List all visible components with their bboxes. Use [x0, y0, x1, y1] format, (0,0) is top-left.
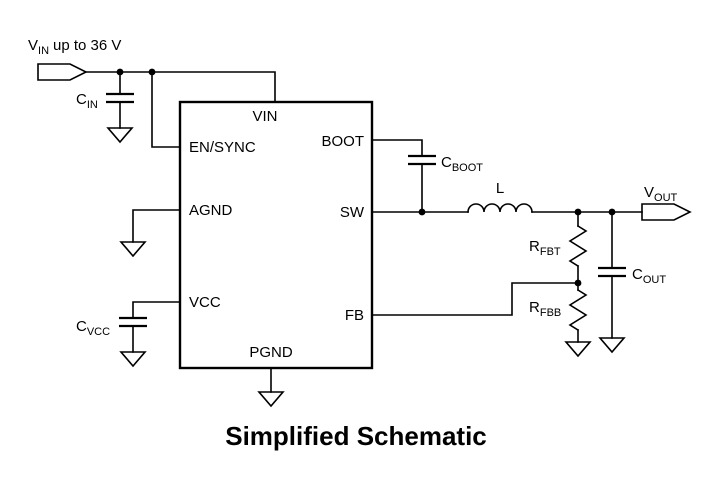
cvcc-label: CVCC [76, 318, 110, 338]
cboot-label: CBOOT [441, 154, 483, 174]
pgnd-branch [257, 367, 285, 408]
ground-icon-agnd [119, 241, 147, 258]
resistor-rfbt: RFBT [529, 211, 588, 284]
agnd-branch [119, 209, 181, 258]
ground-icon-cvcc [119, 351, 147, 368]
cout-label: COUT [632, 266, 666, 286]
capacitor-cout: COUT [598, 211, 666, 354]
junction-dot-sw-boot [418, 208, 426, 216]
pin-label-fb: FB [345, 307, 364, 324]
wire-vcc [132, 301, 181, 319]
rfbb-label: RFBB [529, 299, 561, 319]
wire-vin-rail [85, 71, 276, 103]
cin-label: CIN [76, 91, 98, 111]
ground-icon-cout [598, 337, 626, 354]
vin-terminal-icon [37, 63, 88, 81]
rfbt-zigzag-icon [568, 224, 588, 268]
rfbt-label: RFBT [529, 238, 561, 258]
inductor-l: L [467, 180, 533, 213]
vout-label: VOUT [644, 184, 678, 204]
inductor-label: L [496, 180, 504, 197]
capacitor-cvcc: CVCC [76, 301, 181, 368]
pin-label-agnd: AGND [189, 202, 233, 219]
schematic-title: Simplified Schematic [225, 421, 487, 451]
wire-agnd [132, 209, 181, 243]
ground-icon-pgnd [257, 391, 285, 408]
capacitor-cboot: CBOOT [371, 139, 483, 213]
pin-label-en-sync: EN/SYNC [189, 139, 256, 156]
ground-icon-cin [106, 127, 134, 144]
pin-label-sw: SW [340, 204, 365, 221]
pin-label-pgnd: PGND [249, 344, 293, 361]
inductor-icon [467, 203, 533, 213]
pin-label-vcc: VCC [189, 294, 221, 311]
pin-label-vin: VIN [252, 108, 277, 125]
resistor-rfbb: RFBB [529, 282, 592, 358]
wire-en-sync [151, 71, 181, 148]
ground-icon-rfbb [564, 341, 592, 358]
output-terminal: VOUT [641, 184, 692, 221]
wire-boot [371, 139, 423, 157]
vout-terminal-icon [641, 203, 692, 221]
rfbb-zigzag-icon [568, 288, 588, 332]
pin-label-boot: BOOT [321, 133, 364, 150]
wire-fb [371, 282, 579, 316]
ic-outline [178, 100, 374, 370]
ic-body: VIN EN/SYNC AGND VCC BOOT SW FB PGND [178, 100, 374, 370]
capacitor-cin: CIN [76, 71, 134, 144]
